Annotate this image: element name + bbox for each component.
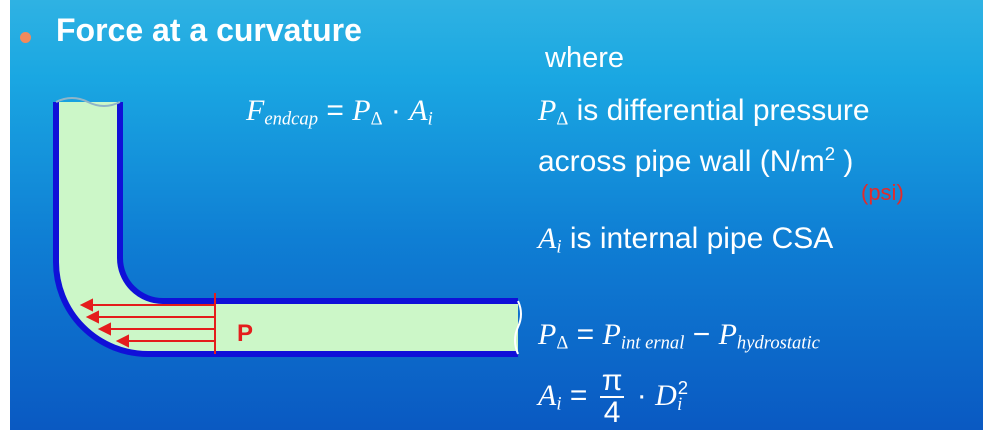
area-equation: Ai = π 4 · D2i <box>538 364 688 429</box>
equation-symbol: P <box>718 318 737 351</box>
pressure-arrows <box>79 293 216 354</box>
psi-unit-label: (psi) <box>861 180 904 205</box>
formula-operator: = <box>326 94 344 127</box>
pressure-equation: PΔ = Pint ernal − Phydrostatic <box>538 318 820 355</box>
formula-subscript: Δ <box>370 108 383 130</box>
pipe-inner-wall <box>117 102 518 304</box>
pipe-outer-wall <box>53 102 518 357</box>
pressure-definition-line2: across pipe wall (N/m2 ) <box>538 143 853 179</box>
pipe-break-right <box>514 300 522 355</box>
definition-text: across pipe wall (N/m <box>538 145 825 179</box>
definition-close: ) <box>835 145 854 179</box>
pressure-definition: PΔ is differential pressure <box>538 94 870 131</box>
formula-symbol: A <box>409 94 428 127</box>
definition-subscript: i <box>556 236 562 258</box>
definition-subscript: Δ <box>556 108 569 130</box>
equation-superscript: 2 <box>677 376 689 398</box>
equation-symbol: P <box>538 318 557 351</box>
equation-operator: = <box>576 318 595 351</box>
equation-symbol: D <box>655 378 677 412</box>
equation-subscript: i <box>556 393 562 415</box>
equation-subscript: int ernal <box>620 332 685 354</box>
definition-symbol: P <box>538 94 557 127</box>
equation-subscript: Δ <box>556 332 569 354</box>
fraction-denominator: 4 <box>603 396 621 429</box>
equation-operator: · <box>636 378 647 412</box>
pipe-bend-diagram: P <box>53 97 522 357</box>
definition-superscript: 2 <box>824 143 836 164</box>
definition-symbol: A <box>538 222 557 255</box>
definition-text: is differential pressure <box>568 94 870 127</box>
fraction-numerator: π <box>599 364 625 398</box>
where-label: where <box>545 42 624 74</box>
pressure-label: P <box>237 320 253 347</box>
equation-operator: = <box>569 378 588 412</box>
definition-text: is internal pipe CSA <box>561 222 834 255</box>
endcap-force-formula: Fendcap = PΔ · Ai <box>246 94 433 131</box>
formula-subscript: endcap <box>264 108 319 130</box>
equation-symbol: A <box>538 378 557 412</box>
pipe-break-top <box>55 97 121 107</box>
area-definition: Ai is internal pipe CSA <box>538 222 833 259</box>
equation-subscript: hydrostatic <box>736 332 820 354</box>
equation-operator: − <box>692 318 711 351</box>
formula-symbol: F <box>246 94 265 127</box>
bullet-dot <box>20 32 31 43</box>
formula-symbol: P <box>352 94 371 127</box>
formula-subscript: i <box>427 108 433 130</box>
formula-operator: · <box>390 94 401 127</box>
slide: Force at a curvature P Fendcap = PΔ · <box>10 0 983 430</box>
equation-symbol: P <box>602 318 621 351</box>
equation-subscript: i <box>677 393 683 415</box>
pi-over-4-fraction: π 4 <box>599 364 625 429</box>
slide-title: Force at a curvature <box>56 12 362 48</box>
